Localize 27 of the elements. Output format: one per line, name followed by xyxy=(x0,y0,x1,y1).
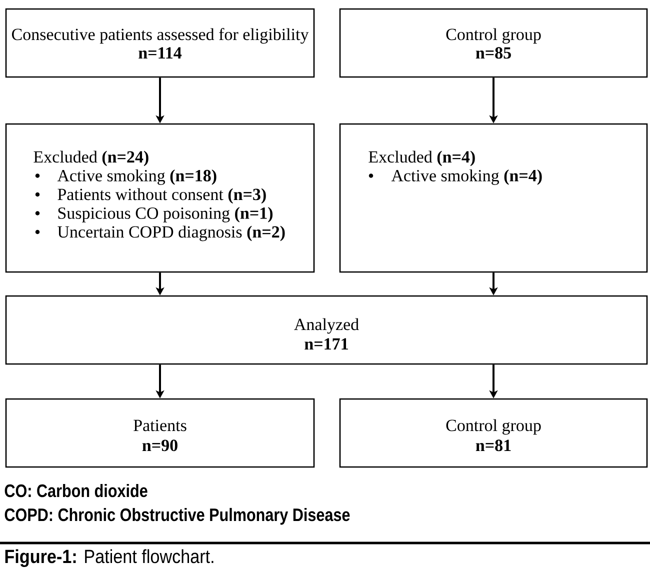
process-box xyxy=(5,398,315,468)
heading-text: Excluded (n=24) xyxy=(34,150,148,166)
heading-text: Patients xyxy=(134,420,186,432)
heading-text: Control group xyxy=(446,28,541,44)
count-text: n=85 xyxy=(476,47,511,59)
process-box xyxy=(5,123,315,273)
count-text: n=81 xyxy=(476,440,511,452)
heading-text: Excluded (n=4) xyxy=(368,150,475,166)
list-item: Uncertain COPD diagnosis (n=2) xyxy=(58,226,285,242)
process-box xyxy=(5,8,315,78)
process-box xyxy=(5,295,648,365)
list-item: Active smoking (n=4) xyxy=(391,169,542,185)
footnote-text: CO: Carbon dioxide xyxy=(4,484,148,498)
count-text: n=114 xyxy=(138,47,182,58)
list-item: Patients without consent (n=3) xyxy=(58,188,266,204)
heading-text: Control group xyxy=(446,419,541,435)
count-text: n=171 xyxy=(304,338,348,350)
heading-text: Analyzed xyxy=(294,318,359,334)
count-text: n=90 xyxy=(142,440,178,452)
figure-caption: Figure-1: Patient flowchart. xyxy=(5,549,214,568)
list-item: Suspicious CO poisoning (n=1) xyxy=(58,206,273,222)
heading-text: Consecutive patients assessed for eligibility xyxy=(12,28,309,44)
footnote-text: COPD: Chronic Obstructive Pulmonary Disease xyxy=(4,508,350,525)
process-box xyxy=(339,123,648,273)
process-box xyxy=(339,8,648,78)
process-box xyxy=(339,398,648,468)
list-item: Active smoking (n=18) xyxy=(57,169,216,185)
